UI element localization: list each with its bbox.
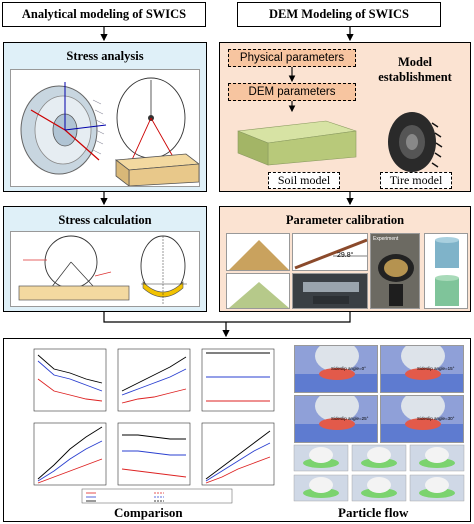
slip-label-0: Sideslip angle=0° bbox=[331, 366, 366, 371]
stress-analysis-title: Stress analysis bbox=[66, 49, 144, 63]
plot-grid bbox=[33, 348, 275, 486]
experiment-label: Experiment bbox=[373, 236, 399, 242]
soil-heap-image bbox=[226, 233, 290, 271]
particle-flow-1: Sideslip angle=15° bbox=[380, 345, 464, 393]
soil-model-image bbox=[234, 117, 358, 167]
device-image bbox=[292, 273, 368, 309]
experiment-image: Experiment bbox=[370, 233, 420, 309]
tire-model-image bbox=[384, 109, 444, 175]
repose-angle-image: 29.8° bbox=[292, 233, 368, 271]
stress-analysis-figure bbox=[10, 69, 200, 187]
slip-label-1: Sideslip angle=15° bbox=[417, 366, 455, 371]
parameter-calibration-panel: Parameter calibration 29.8° Experiment bbox=[219, 206, 471, 312]
stress-analysis-panel: Stress analysis bbox=[3, 42, 207, 192]
slip-label-2: Sideslip angle=25° bbox=[331, 416, 369, 421]
model-establishment-panel: Physical parameters DEM parameters Model… bbox=[219, 42, 471, 192]
tire-force-diagram bbox=[20, 77, 199, 186]
angle-label: 29.8° bbox=[337, 252, 354, 259]
comparison-plots bbox=[33, 348, 275, 504]
particle-flow-2: Sideslip angle=25° bbox=[294, 395, 378, 443]
dem-parameters-box: DEM parameters bbox=[228, 83, 356, 101]
stress-calculation-panel: Stress calculation bbox=[3, 206, 207, 312]
dem-heap-image bbox=[226, 273, 290, 309]
tire-model-label: Tire model bbox=[380, 172, 452, 189]
parameter-arrows bbox=[288, 67, 296, 113]
slip-label-3: Sideslip angle=30° bbox=[417, 416, 455, 421]
stress-calculation-diagram bbox=[18, 235, 187, 304]
parameter-calibration-title: Parameter calibration bbox=[285, 213, 405, 227]
particle-flow-label: Particle flow bbox=[338, 505, 409, 520]
stress-calculation-figure bbox=[10, 231, 200, 307]
analytical-header: Analytical modeling of SWICS bbox=[2, 2, 206, 27]
dem-header: DEM Modeling of SWICS bbox=[237, 2, 441, 27]
soil-model-label: Soil model bbox=[268, 172, 340, 189]
particle-flow-3: Sideslip angle=30° bbox=[380, 395, 464, 443]
results-panel: Sideslip angle=0° Sideslip angle=15° Sid… bbox=[3, 338, 471, 522]
particle-flow-grid bbox=[293, 444, 465, 502]
model-establishment-title: Model establishment bbox=[378, 55, 452, 84]
particle-flow-0: Sideslip angle=0° bbox=[294, 345, 378, 393]
particle-flow-images: Sideslip angle=0° Sideslip angle=15° Sid… bbox=[293, 345, 465, 502]
cylinder-images bbox=[424, 233, 468, 309]
physical-parameters-box: Physical parameters bbox=[228, 49, 356, 67]
comparison-label: Comparison bbox=[114, 505, 183, 520]
stress-calculation-title: Stress calculation bbox=[58, 213, 152, 227]
